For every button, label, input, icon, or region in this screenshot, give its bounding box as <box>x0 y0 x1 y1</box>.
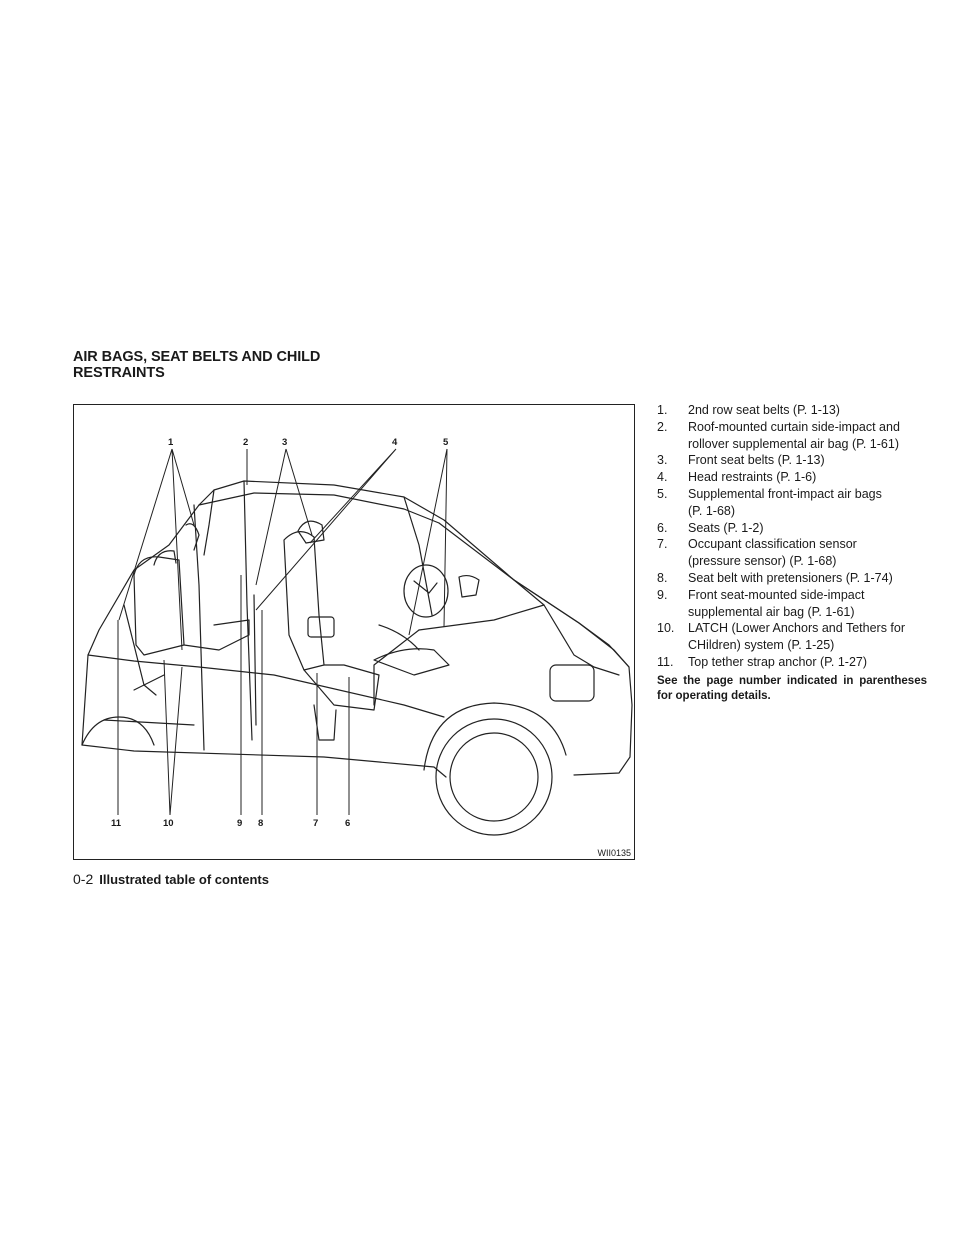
figure-code: WII0135 <box>597 848 631 858</box>
list-item: 6.Seats (P. 1-2) <box>657 520 764 535</box>
vehicle-restraints-illustration: 1 2 3 4 5 11 10 9 8 7 6 WII0135 <box>73 404 635 860</box>
callout-10: 10 <box>163 818 174 829</box>
list-item: 1.2nd row seat belts (P. 1-13) <box>657 403 840 417</box>
callout-8: 8 <box>258 818 264 829</box>
section-heading: AIR BAGS, SEAT BELTS AND CHILD RESTRAINT… <box>73 349 321 381</box>
list-item: 10.LATCH (Lower Anchors and Tethers for … <box>657 621 905 653</box>
callout-3: 3 <box>282 437 288 448</box>
callout-9: 9 <box>237 818 243 829</box>
page-number: 0-2 <box>73 871 94 887</box>
list-item: 5.Supplemental front-impact air bags (P.… <box>657 486 882 518</box>
callout-7: 7 <box>313 818 319 829</box>
callout-2: 2 <box>243 437 249 448</box>
component-list: 1.2nd row seat belts (P. 1-13) 2.Roof-mo… <box>657 402 932 671</box>
list-item: 11.Top tether strap anchor (P. 1-27) <box>657 654 868 669</box>
list-item: 4.Head restraints (P. 1-6) <box>657 470 817 485</box>
vehicle-line-drawing <box>81 480 633 836</box>
list-item: 9.Front seat-mounted side-impact supplem… <box>657 587 865 619</box>
callout-1: 1 <box>168 437 174 448</box>
list-item: 8.Seat belt with pretensioners (P. 1-74) <box>657 570 893 585</box>
list-item: 7.Occupant classification sensor (pressu… <box>657 537 857 569</box>
list-item: 2.Roof-mounted curtain side-impact and r… <box>657 419 900 451</box>
callout-leader-lines <box>117 448 448 816</box>
operating-details-note: See the page number indicated in parenth… <box>657 675 927 702</box>
callout-5: 5 <box>443 437 449 448</box>
callout-11: 11 <box>111 818 122 829</box>
list-item: 3.Front seat belts (P. 1-13) <box>657 453 825 468</box>
callout-6: 6 <box>345 818 351 829</box>
callout-4: 4 <box>392 437 398 448</box>
page-footer: 0-2 Illustrated table of contents <box>73 871 269 887</box>
section-title: Illustrated table of contents <box>99 872 269 887</box>
